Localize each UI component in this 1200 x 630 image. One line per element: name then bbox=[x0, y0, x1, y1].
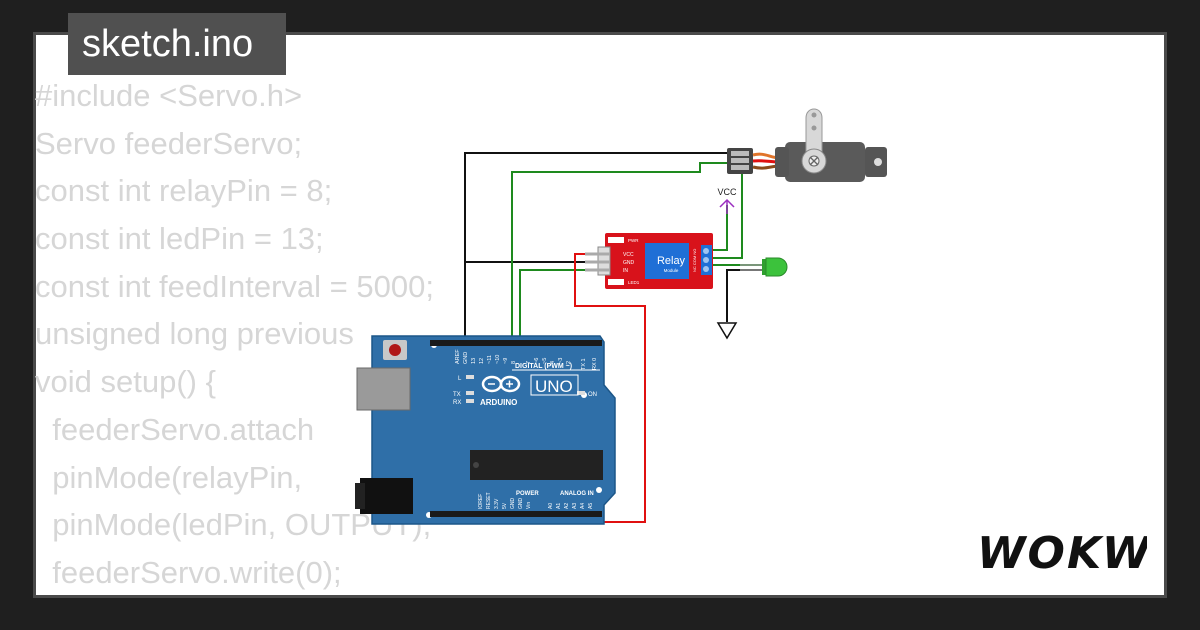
ground-icon bbox=[716, 322, 738, 340]
usb-port bbox=[356, 367, 411, 411]
microcontroller-chip bbox=[470, 450, 603, 480]
pin-label-13: 13 bbox=[471, 358, 477, 364]
pin-label-gnd: GND bbox=[463, 352, 469, 364]
relay-title: Relay bbox=[657, 255, 686, 267]
relay-pin-gnd: GND bbox=[623, 260, 635, 266]
pin-label-10: ~10 bbox=[495, 355, 501, 364]
code-line: feederServo.attach bbox=[35, 411, 315, 447]
pin-label-6: ~6 bbox=[534, 358, 540, 364]
board-leds: L TX RX ON bbox=[453, 375, 597, 406]
power-label: POWER bbox=[516, 491, 539, 497]
code-line: pinMode(relayPin, bbox=[35, 459, 303, 495]
relay-led-1: LED1 bbox=[628, 280, 640, 285]
wokwi-logo: WOKWi bbox=[977, 528, 1147, 576]
relay-module[interactable]: VCC GND IN PWR LED1 Relay Module NC COM … bbox=[585, 233, 713, 289]
green-led[interactable] bbox=[740, 257, 788, 277]
relay-pin-vcc: VCC bbox=[623, 252, 634, 258]
uno-model: UNO bbox=[535, 377, 573, 396]
relay-led-pwr: PWR bbox=[628, 238, 639, 243]
filename-tab[interactable]: sketch.ino bbox=[68, 13, 286, 75]
digital-pin-labels: AREF GND 13 12 ~11 ~10 ~9 8 7 ~6 ~5 4 ~3… bbox=[455, 349, 598, 370]
pin-label-a0: A0 bbox=[548, 503, 554, 509]
relay-pin-in: IN bbox=[623, 268, 628, 274]
wire-led-gnd bbox=[726, 269, 765, 322]
pin-label-a3: A3 bbox=[572, 503, 578, 509]
wire-vcc bbox=[712, 205, 728, 251]
code-line: const int relayPin = 8; bbox=[35, 173, 333, 209]
pin-label-gnd2: GND bbox=[518, 498, 524, 510]
power-pin-labels: IOREF RESET 3.3V 5V GND GND Vin A0 A1 A2… bbox=[478, 492, 594, 509]
arduino-infinity-logo-icon bbox=[481, 375, 521, 393]
pin-label-rx: RX 0 bbox=[592, 358, 598, 370]
code-line: void setup() { bbox=[35, 364, 216, 400]
relay-terminals: NC COM NO bbox=[692, 249, 697, 272]
code-line: #include <Servo.h> bbox=[35, 78, 303, 113]
wire-signal-relay bbox=[519, 269, 610, 342]
arduino-brand: ARDUINO bbox=[480, 398, 517, 407]
wire-signal-servo bbox=[511, 162, 730, 342]
pin-label-9: ~9 bbox=[503, 358, 509, 364]
filename-label: sketch.ino bbox=[82, 23, 254, 65]
led-label-tx: TX bbox=[453, 392, 461, 398]
pin-label-a4: A4 bbox=[580, 503, 586, 509]
pin-label-a1: A1 bbox=[556, 503, 562, 509]
pin-label-11: ~11 bbox=[487, 355, 493, 364]
pin-label-a2: A2 bbox=[564, 503, 570, 509]
pin-label-3: ~3 bbox=[558, 358, 564, 364]
vcc-label: VCC bbox=[717, 187, 737, 197]
pin-label-aref: AREF bbox=[455, 349, 461, 364]
code-preview: #include <Servo.h> Servo feederServo; cons… bbox=[35, 72, 434, 597]
servo-motor[interactable] bbox=[727, 108, 887, 182]
pin-label-a5: A5 bbox=[588, 503, 594, 509]
wokwi-logo-text: WOKWi bbox=[977, 528, 1147, 576]
pin-label-vin: Vin bbox=[526, 502, 532, 509]
pin-label-8: 8 bbox=[511, 361, 517, 364]
pin-label-2: 2 bbox=[566, 361, 572, 364]
pin-label-7: 7 bbox=[526, 361, 532, 364]
pin-label-3v3: 3.3V bbox=[494, 498, 500, 509]
power-jack bbox=[360, 478, 413, 514]
analog-in-label: ANALOG IN bbox=[560, 491, 594, 497]
pin-label-5: ~5 bbox=[542, 358, 548, 364]
code-line: feederServo.write(0); bbox=[35, 554, 342, 590]
pin-label-12: 12 bbox=[479, 358, 485, 364]
pin-label-tx: TX 1 bbox=[581, 358, 587, 370]
pin-label-ioref: IOREF bbox=[478, 494, 484, 509]
pin-label-gnd1: GND bbox=[510, 498, 516, 510]
relay-subtitle: Module bbox=[664, 268, 679, 273]
pin-label-5v: 5V bbox=[502, 502, 508, 509]
code-line: unsigned long previous bbox=[35, 316, 354, 352]
arduino-uno-board[interactable]: DIGITAL (PWM ~) AREF GND 13 12 ~11 ~10 ~… bbox=[355, 335, 616, 525]
code-line: Servo feederServo; bbox=[35, 125, 303, 161]
pin-label-reset: RESET bbox=[486, 492, 492, 509]
led-label-on: ON bbox=[588, 392, 597, 398]
digital-pwm-label: DIGITAL (PWM ~) bbox=[515, 363, 572, 370]
wire-gnd-servo bbox=[464, 152, 730, 342]
led-label-rx: RX bbox=[453, 400, 461, 406]
led-label-l: L bbox=[458, 376, 462, 382]
pin-label-4: 4 bbox=[550, 361, 556, 364]
code-line: const int ledPin = 13; bbox=[35, 221, 324, 257]
code-line: const int feedInterval = 5000; bbox=[35, 268, 434, 304]
